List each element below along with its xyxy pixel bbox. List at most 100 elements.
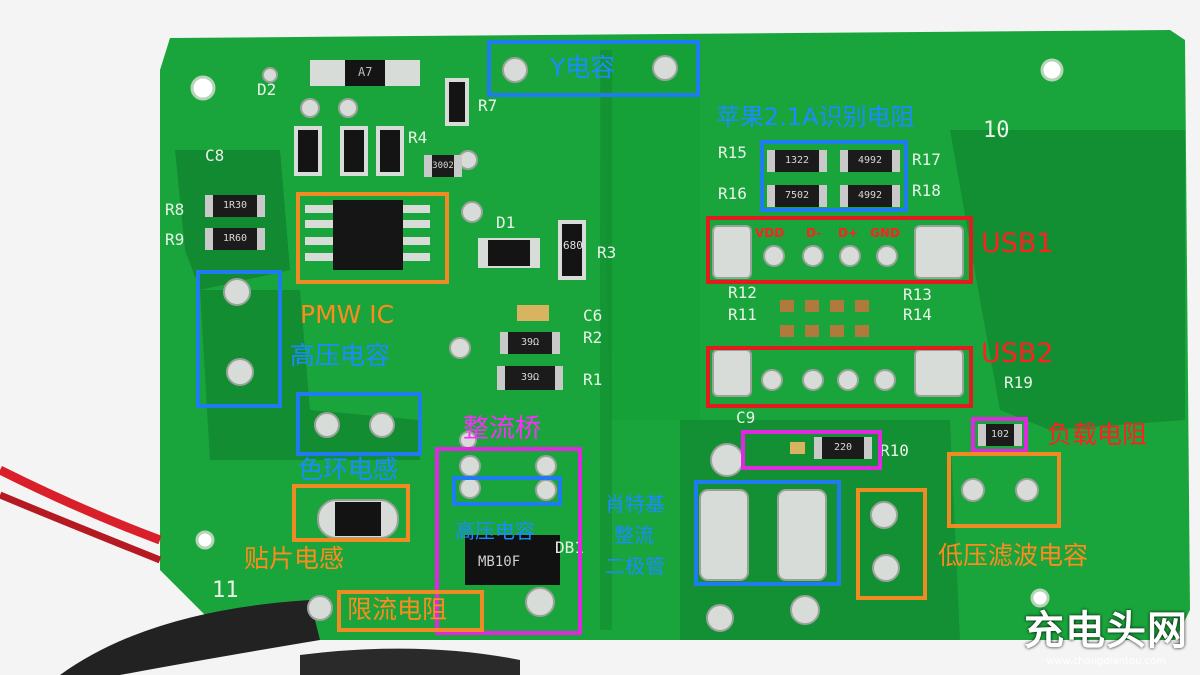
silk-db1: DB1 xyxy=(555,538,584,557)
resistor-102: 102 xyxy=(978,424,1022,446)
resistor-4992: 4992 xyxy=(840,185,900,207)
current-limit-resistor-box xyxy=(337,590,484,632)
diode-body xyxy=(488,240,530,266)
hv-capacitor-center-box xyxy=(452,476,562,506)
silk-r7: R7 xyxy=(478,96,498,115)
resistor-220: 220 xyxy=(814,437,872,459)
mount-hole xyxy=(190,75,216,101)
silk-r1: R1 xyxy=(583,370,603,389)
label-apple-resistor: 苹果2.1A识别电阻 xyxy=(716,103,915,131)
black-cable xyxy=(300,648,520,675)
load-resistor-box xyxy=(971,417,1028,453)
usb-pin-gnd: GND xyxy=(870,226,900,240)
usb-pin-vdd: VDD xyxy=(755,226,785,240)
silk-r3: R3 xyxy=(597,243,617,262)
copper-area xyxy=(200,290,420,460)
silk-r2: R2 xyxy=(583,328,603,347)
copper-area xyxy=(950,130,1185,430)
resistor xyxy=(340,126,368,176)
watermark-logo: 充电头网 xyxy=(1024,608,1188,654)
silk-r9: R9 xyxy=(165,230,185,249)
pwm-ic-body xyxy=(333,200,403,270)
color-ring-inductor-box xyxy=(296,392,422,456)
resistor-1r30: 1R30 xyxy=(205,195,265,217)
usb1-box xyxy=(706,216,973,284)
resistor-array xyxy=(780,300,869,337)
apple-resistor-box xyxy=(760,140,908,212)
silk-board-number-11: 11 xyxy=(212,578,239,603)
resistor-1r60: 1R60 xyxy=(205,228,265,250)
silk-r15: R15 xyxy=(718,143,747,162)
label-rectifier-bridge: 整流桥 xyxy=(463,414,542,444)
bridge-marking: MB10F xyxy=(478,554,521,570)
silk-r4: R4 xyxy=(408,128,428,147)
label-load-resistor: 负载电阻 xyxy=(1047,420,1148,449)
silk-r17: R17 xyxy=(912,150,941,169)
lv-filter-cap-box-a xyxy=(947,452,1061,528)
label-schottky-line2: 整流 xyxy=(614,523,654,547)
usb-pin-d-minus: D- xyxy=(806,226,822,240)
solder-pads xyxy=(223,55,1039,632)
label-schottky-line3: 二极管 xyxy=(605,554,665,578)
silk-c8: C8 xyxy=(205,146,225,165)
resistor-1322: 1322 xyxy=(767,150,827,172)
label-schottky-line1: 肖特基 xyxy=(605,492,665,516)
large-pads xyxy=(699,225,964,581)
ceramic-capacitor xyxy=(517,305,549,321)
resistor-39: 39Ω xyxy=(500,332,560,354)
silk-c6: C6 xyxy=(583,306,603,325)
silk-r10: R10 xyxy=(880,441,909,460)
resistor xyxy=(558,220,586,280)
mount-hole xyxy=(195,530,215,550)
silk-r18: R18 xyxy=(912,181,941,200)
red-cable xyxy=(0,491,162,564)
label-pwm-ic: PMW IC xyxy=(300,300,395,329)
usb-pin-d-plus: D+ xyxy=(838,226,859,240)
red-cable xyxy=(0,465,162,545)
hv-capacitor-left-box xyxy=(196,270,282,408)
watermark-url: www.chongdiantou.com xyxy=(1046,656,1166,667)
isolation-line xyxy=(600,50,612,630)
resistor-4992: 4992 xyxy=(840,150,900,172)
label-hv-capacitor-left: 高压电容 xyxy=(290,341,391,370)
silk-r12: R12 xyxy=(728,283,757,302)
smd-inductor-box xyxy=(292,484,410,542)
label-y-capacitor: Y电容 xyxy=(550,53,616,82)
y-capacitor-box xyxy=(487,40,700,97)
copper-area xyxy=(175,150,290,290)
resistor-7502: 7502 xyxy=(767,185,827,207)
bridge-body xyxy=(465,535,560,585)
silk-r14: R14 xyxy=(903,305,932,324)
label-smd-inductor: 贴片电感 xyxy=(244,544,345,573)
label-current-limit-resistor: 限流电阻 xyxy=(347,595,448,624)
silk-r13: R13 xyxy=(903,285,932,304)
label-usb2: USB2 xyxy=(981,338,1054,369)
silk-c9: C9 xyxy=(736,408,756,427)
usb2-box xyxy=(706,346,973,408)
silk-board-number-10: 10 xyxy=(983,118,1010,143)
smd-inductor-body xyxy=(335,502,381,536)
label-usb1: USB1 xyxy=(981,228,1054,259)
schottky-diode-box xyxy=(694,480,841,586)
silk-d1: D1 xyxy=(496,213,516,232)
diode-marking: A7 xyxy=(358,65,373,79)
watermark: 充电头网 www.chongdiantou.com xyxy=(1024,598,1188,667)
silk-r8: R8 xyxy=(165,200,185,219)
resistor xyxy=(294,126,322,176)
resistor-r10-box xyxy=(741,430,882,470)
pwm-ic-box xyxy=(296,192,449,284)
silk-r19: R19 xyxy=(1004,373,1033,392)
label-color-ring-inductor: 色环电感 xyxy=(298,455,399,484)
lv-filter-cap-box-b xyxy=(856,488,927,600)
resistor-680-marking: 680 xyxy=(563,239,583,252)
silk-r16: R16 xyxy=(718,184,747,203)
diode-body xyxy=(345,60,385,86)
rectifier-bridge-box xyxy=(435,447,582,635)
silk-d2: D2 xyxy=(257,80,277,99)
black-cable xyxy=(60,600,320,675)
label-hv-capacitor-center: 高压电容 xyxy=(455,519,535,543)
isolation-slot xyxy=(600,40,700,420)
resistor-3002: 3002 xyxy=(424,155,462,177)
